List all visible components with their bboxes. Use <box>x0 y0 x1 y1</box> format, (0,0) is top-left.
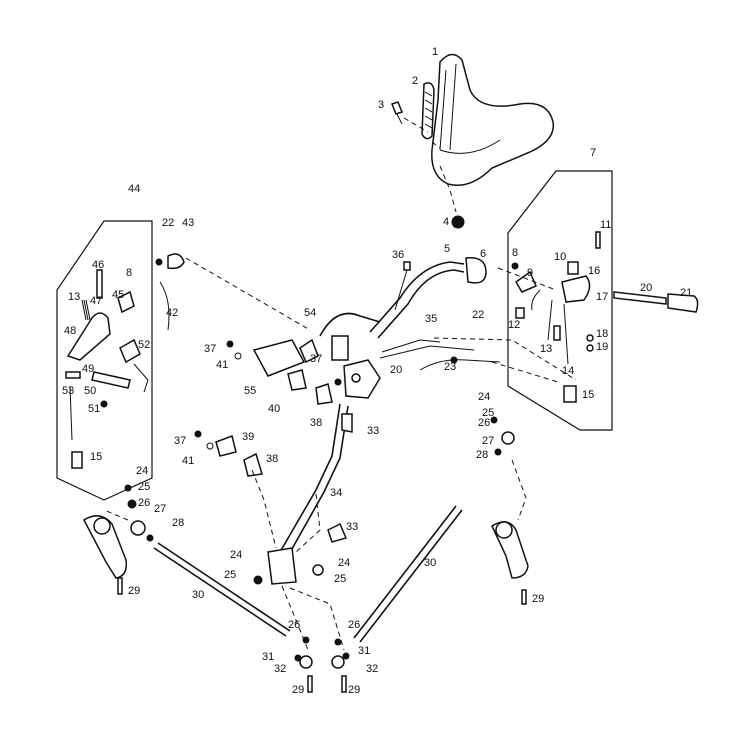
callout-26-b: 26 <box>138 497 150 509</box>
callout-24-a: 24 <box>478 391 490 403</box>
callout-15-right: 15 <box>582 389 594 401</box>
callout-11: 11 <box>600 219 611 231</box>
callout-15-left: 15 <box>90 451 102 463</box>
callout-labels: 1 2 3 4 5 6 7 8 8 9 10 11 12 13 13 14 15… <box>62 46 692 696</box>
callout-29-b: 29 <box>532 593 544 605</box>
callout-13-right: 13 <box>540 343 552 355</box>
callout-25-d: 25 <box>334 573 346 585</box>
callout-37-b: 37 <box>310 353 322 365</box>
callout-39: 39 <box>242 431 254 443</box>
callout-26-a: 26 <box>478 417 490 429</box>
right-detail-box <box>507 170 613 431</box>
fuel-level-part-20 <box>613 291 667 305</box>
callout-47: 47 <box>90 295 102 307</box>
left-detail-parts <box>65 269 149 469</box>
callout-44: 44 <box>128 183 140 195</box>
callout-31-left: 31 <box>262 651 274 663</box>
callout-33-upper: 33 <box>367 425 379 437</box>
callout-4: 4 <box>443 216 449 228</box>
callout-12: 12 <box>508 319 520 331</box>
callout-8-left: 8 <box>126 267 132 279</box>
callout-8-right: 8 <box>512 247 518 259</box>
callout-41-b: 41 <box>182 455 194 467</box>
callout-2: 2 <box>412 75 418 87</box>
left-detail-box <box>56 220 153 501</box>
callout-3: 3 <box>378 99 384 111</box>
callout-34: 34 <box>330 487 342 499</box>
callout-40: 40 <box>268 403 280 415</box>
central-mechanism <box>155 253 501 585</box>
callout-38-lower: 38 <box>266 453 278 465</box>
callout-7: 7 <box>590 147 596 159</box>
callout-6: 6 <box>480 248 486 260</box>
callout-21: 21 <box>680 287 692 299</box>
callout-41-a: 41 <box>216 359 228 371</box>
callout-37-c: 37 <box>174 435 186 447</box>
callout-31-right: 31 <box>358 645 370 657</box>
callout-5: 5 <box>444 243 450 255</box>
callout-13-left: 13 <box>68 291 80 303</box>
callout-51: 51 <box>88 403 100 415</box>
right-detail-parts <box>511 231 601 403</box>
callout-29-d: 29 <box>348 684 360 696</box>
callout-17: 17 <box>596 291 608 303</box>
callout-52: 52 <box>138 339 150 351</box>
callout-55: 55 <box>244 385 256 397</box>
leader-lines <box>103 257 577 651</box>
callout-27-b: 27 <box>154 503 166 515</box>
callout-25-c: 25 <box>224 569 236 581</box>
callout-33-lower: 33 <box>346 521 358 533</box>
callout-28-b: 28 <box>172 517 184 529</box>
callout-38-upper: 38 <box>310 417 322 429</box>
callout-53: 53 <box>62 385 74 397</box>
callout-25-a: 25 <box>482 407 494 419</box>
callout-24-d: 24 <box>338 557 350 569</box>
callout-28-a: 28 <box>476 449 488 461</box>
callout-26-d: 26 <box>348 619 360 631</box>
callout-48: 48 <box>64 325 76 337</box>
callout-18: 18 <box>596 328 608 340</box>
seat-assembly <box>391 53 555 229</box>
callout-22-left: 22 <box>162 217 174 229</box>
callout-24-b: 24 <box>136 465 148 477</box>
callout-14: 14 <box>562 365 574 377</box>
tie-rods <box>83 416 529 693</box>
callout-29-a: 29 <box>128 585 140 597</box>
callout-19: 19 <box>596 341 608 353</box>
callout-9: 9 <box>527 267 533 279</box>
callout-42: 42 <box>166 307 178 319</box>
callout-50: 50 <box>84 385 96 397</box>
callout-37-a: 37 <box>204 343 216 355</box>
callout-20-right: 20 <box>640 282 652 294</box>
callout-30-left: 30 <box>192 589 204 601</box>
grip-part-21 <box>667 293 699 313</box>
callout-49: 49 <box>82 363 94 375</box>
callout-45: 45 <box>112 289 124 301</box>
callout-43: 43 <box>182 217 194 229</box>
callout-1: 1 <box>432 46 438 58</box>
callout-26-c: 26 <box>288 619 300 631</box>
callout-30-right: 30 <box>424 557 436 569</box>
callout-10: 10 <box>554 251 566 263</box>
callout-54: 54 <box>304 307 316 319</box>
callout-32-left: 32 <box>274 663 286 675</box>
callout-22-right: 22 <box>472 309 484 321</box>
callout-27-a: 27 <box>482 435 494 447</box>
callout-24-c: 24 <box>230 549 242 561</box>
callout-16: 16 <box>588 265 600 277</box>
callout-23: 23 <box>444 361 456 373</box>
callout-25-b: 25 <box>138 481 150 493</box>
callout-36: 36 <box>392 249 404 261</box>
callout-46: 46 <box>92 259 104 271</box>
callout-29-c: 29 <box>292 684 304 696</box>
callout-32-right: 32 <box>366 663 378 675</box>
callout-35: 35 <box>425 313 437 325</box>
callout-20-center: 20 <box>390 364 402 376</box>
